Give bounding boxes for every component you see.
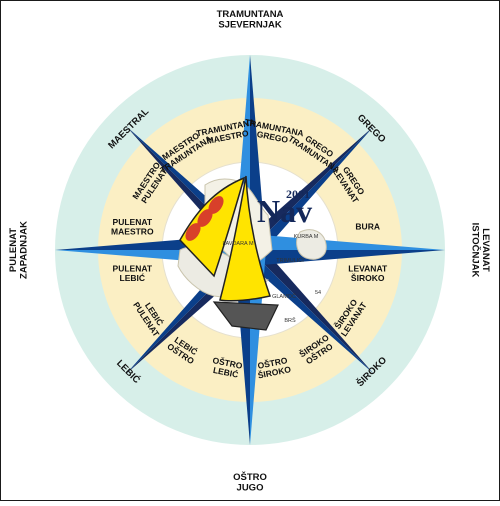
cardinal-label-south-line: JUGO: [237, 483, 264, 494]
ring-label-line: LEBIĆ: [120, 272, 146, 283]
ring-label-line: PULENAT: [113, 217, 153, 227]
map-label: LAVDARA M: [222, 241, 253, 247]
map-label: GLAMOČ: [272, 293, 296, 300]
logo-year: 2001: [286, 187, 310, 201]
cardinal-label-east-line: ISTOČNJAK: [469, 223, 481, 278]
cardinal-label-north-line: TRAMUNTANA: [217, 9, 284, 20]
cardinal-label-west-line: PULENAT: [8, 228, 19, 272]
cardinal-label-south-line: OŠTRO: [233, 471, 267, 483]
compass-point-left-half: [250, 242, 374, 374]
map-label: TRIMULIĆI: [276, 257, 304, 264]
boat-hull: [212, 301, 279, 331]
cardinal-label-west-line: ZAPADNJAK: [19, 221, 30, 279]
sail-left: [179, 176, 246, 278]
sail-right: [219, 175, 271, 302]
compass-point-right-half: [242, 250, 374, 374]
ring-label-line: LEVANAT: [348, 264, 388, 274]
cardinal-label-east-line: LEVANAT: [480, 228, 491, 272]
compass-point-right-half: [250, 250, 445, 266]
sail-red-spot: [208, 196, 224, 214]
ring-label-line: ŠIROKO: [351, 272, 385, 283]
map-label: KURBA M: [294, 234, 319, 240]
ring-label-line: BURA: [355, 222, 380, 232]
sail-red-spot: [185, 223, 201, 241]
ring-label-line: MAESTRO: [111, 226, 154, 236]
cardinal-label-north-line: SJEVERNJAK: [218, 20, 281, 31]
ring-label-line: PULENAT: [113, 264, 153, 274]
compass-point-right-half: [250, 126, 374, 258]
logo-name: Nav: [257, 193, 312, 229]
map-label: 54: [315, 290, 321, 296]
map-label: BRŠ: [284, 317, 296, 324]
island-shape: [296, 229, 327, 260]
compass-point-left-half: [242, 126, 374, 250]
sail-red-spot: [197, 209, 213, 227]
ring-label: BURA: [355, 222, 380, 232]
ring-label-line: LEBIĆ: [212, 364, 239, 380]
